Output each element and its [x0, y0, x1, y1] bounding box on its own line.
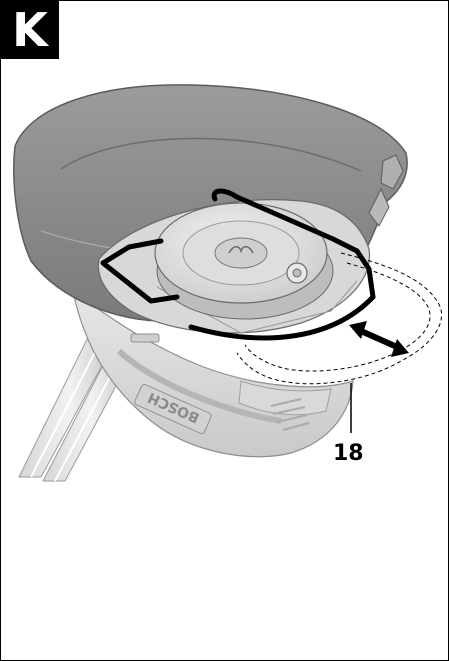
- retaining-wire: [100, 188, 376, 341]
- adjustment-arrow: [349, 321, 409, 357]
- callout-18-label: 18: [333, 441, 364, 466]
- spool: [154, 202, 334, 320]
- motor-housing: BOSCH: [72, 289, 354, 458]
- ventilation-slots: [270, 398, 310, 431]
- figure-letter-badge: K: [1, 1, 59, 59]
- trimmer-head-illustration: BOSCH: [13, 84, 443, 482]
